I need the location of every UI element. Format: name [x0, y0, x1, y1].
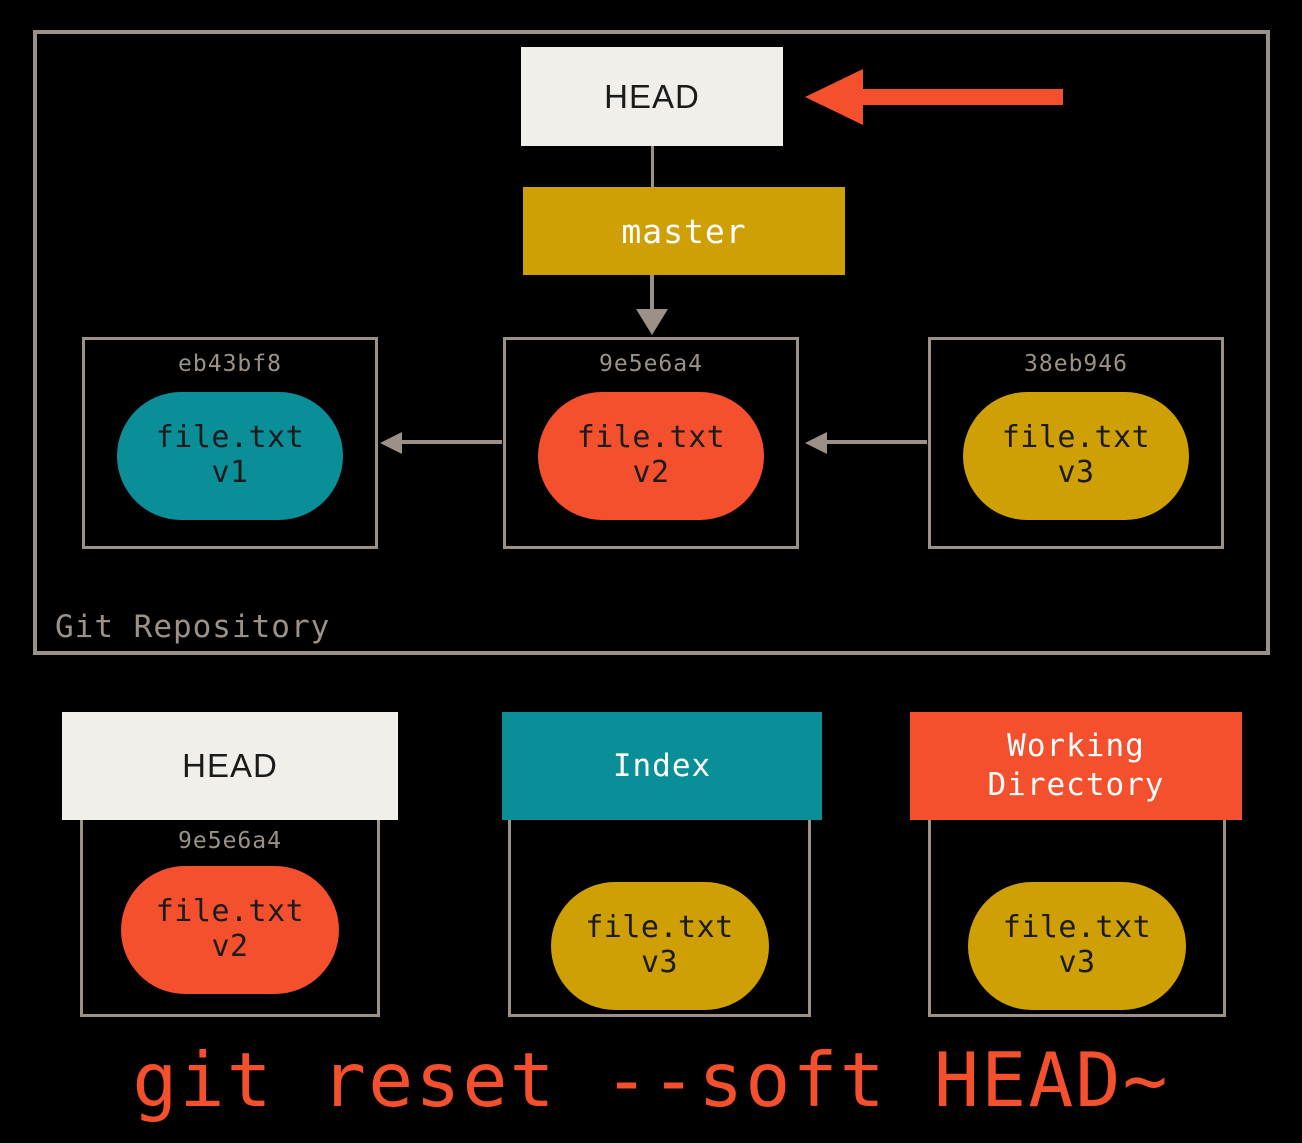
arrow-left-icon	[805, 69, 1063, 125]
index-area-header: Index	[502, 712, 822, 820]
file-version: v3	[640, 945, 679, 980]
file-blob: file.txt v2	[121, 866, 339, 994]
head-pointer-box: HEAD	[521, 47, 783, 146]
file-blob: file.txt v3	[550, 882, 769, 1010]
index-area-body: file.txt v3	[508, 820, 811, 1017]
file-blob: file.txt v3	[963, 392, 1189, 520]
index-area-title: Index	[612, 747, 712, 784]
working-directory-title-line1: Working	[1007, 728, 1145, 765]
file-version: v2	[632, 455, 670, 490]
arrow-down-icon	[636, 275, 668, 335]
file-version: v2	[211, 929, 249, 964]
file-blob: file.txt v3	[968, 882, 1186, 1010]
command-caption: git reset --soft HEAD~	[132, 1036, 1170, 1124]
file-version: v3	[1057, 455, 1095, 490]
file-name: file.txt	[576, 420, 726, 456]
file-blob: file.txt v1	[117, 392, 343, 520]
arrow-left-icon	[805, 432, 927, 454]
file-name: file.txt	[155, 420, 305, 456]
git-repository-label: Git Repository	[55, 609, 331, 645]
commit-box: 9e5e6a4 file.txt v2	[503, 337, 799, 549]
working-directory-area-body: file.txt v3	[928, 820, 1226, 1017]
commit-hash: 38eb946	[1024, 351, 1128, 377]
connector-head-to-master	[651, 146, 654, 187]
file-name: file.txt	[1002, 910, 1152, 946]
commit-box: 38eb946 file.txt v3	[928, 337, 1224, 549]
working-directory-title-line2: Directory	[987, 767, 1165, 803]
file-name: file.txt	[585, 910, 734, 946]
head-area-body: 9e5e6a4 file.txt v2	[80, 820, 380, 1017]
file-blob: file.txt v2	[538, 392, 764, 520]
head-area-header: HEAD	[62, 712, 398, 820]
master-branch-label: master	[621, 211, 747, 251]
file-version: v1	[211, 455, 249, 490]
commit-hash: 9e5e6a4	[599, 351, 703, 377]
head-area: HEAD 9e5e6a4 file.txt v2	[62, 712, 398, 1017]
file-name: file.txt	[1001, 420, 1151, 456]
file-name: file.txt	[155, 894, 305, 930]
git-repository-container: Git Repository	[33, 30, 1270, 655]
index-area: Index file.txt v3	[502, 712, 822, 1017]
arrow-left-icon	[380, 432, 502, 454]
head-pointer-label: HEAD	[604, 77, 700, 115]
master-branch-box: master	[523, 187, 845, 275]
file-version: v3	[1058, 945, 1096, 980]
commit-box: eb43bf8 file.txt v1	[82, 337, 378, 549]
head-area-title: HEAD	[182, 747, 278, 785]
head-area-hash: 9e5e6a4	[178, 828, 282, 854]
commit-hash: eb43bf8	[178, 351, 282, 377]
